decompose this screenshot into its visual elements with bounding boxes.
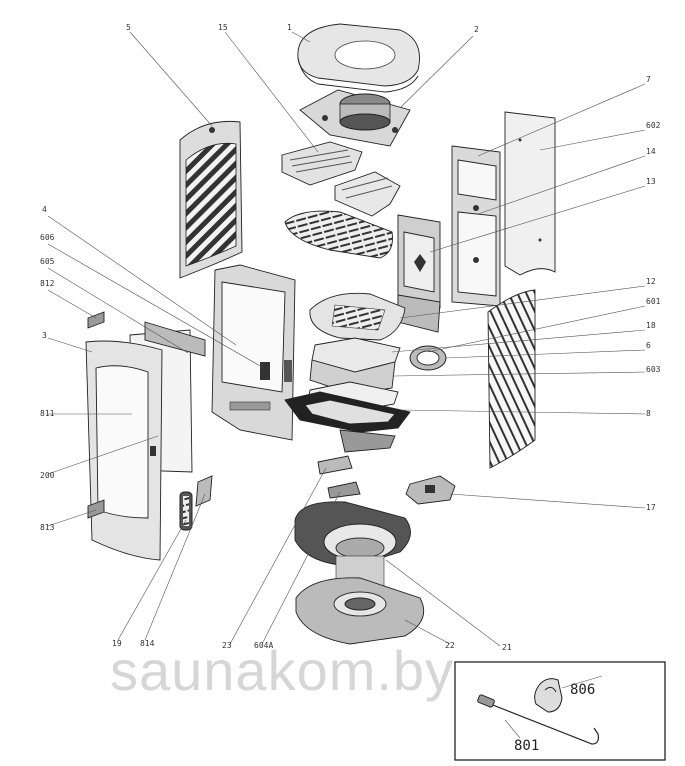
callout-812: 812 [40, 279, 55, 288]
callout-7: 7 [646, 75, 651, 84]
callout-2: 2 [474, 25, 479, 34]
part-latch [195, 475, 213, 507]
callout-604a: 604A [254, 641, 273, 650]
part-outer-door [85, 340, 163, 561]
part-rear-panel [451, 145, 501, 307]
part-baffle-plates [281, 141, 401, 217]
callout-18: 18 [646, 321, 656, 330]
callout-17: 17 [646, 503, 656, 512]
part-right-side-panel [487, 289, 536, 469]
inset-label-806: 806 [570, 682, 595, 698]
part-left-side-panel [179, 120, 243, 279]
callout-811: 811 [40, 409, 55, 418]
part-hinge-bottom [87, 499, 105, 519]
callout-4: 4 [42, 205, 47, 214]
callout-602: 602 [646, 121, 661, 130]
callout-21: 21 [502, 643, 512, 652]
callout-8: 8 [646, 409, 651, 418]
part-top-plate [299, 89, 411, 147]
callout-1: 1 [287, 23, 292, 32]
callout-603: 603 [646, 365, 661, 374]
part-flue-ring [409, 345, 447, 371]
callout-12: 12 [646, 277, 656, 286]
part-rear-heat-shield [504, 111, 556, 276]
part-grate-plate-14 [284, 210, 393, 259]
callout-606: 606 [40, 233, 55, 242]
callout-200: 200 [40, 471, 55, 480]
part-grate-12 [309, 292, 406, 341]
part-pedestal-top [294, 501, 411, 587]
callout-19: 19 [112, 639, 122, 648]
callout-813: 813 [40, 523, 55, 532]
callout-601: 601 [646, 297, 661, 306]
callout-23: 23 [222, 641, 232, 650]
part-hinge-top [87, 311, 105, 329]
callout-22: 22 [445, 641, 455, 650]
callout-14: 14 [646, 147, 656, 156]
part-top-cover [297, 23, 420, 93]
part-back-plate [397, 214, 441, 333]
watermark: saunakom.by [110, 639, 454, 702]
callout-605: 605 [40, 257, 55, 266]
inset-label-801: 801 [514, 738, 539, 754]
part-air-slider [317, 455, 361, 499]
callout-6: 6 [646, 341, 651, 350]
part-firebox-base [284, 391, 411, 453]
part-handle [179, 491, 193, 531]
part-door-frame [211, 264, 296, 441]
callout-15: 15 [218, 23, 228, 32]
callout-13: 13 [646, 177, 656, 186]
callout-3: 3 [42, 331, 47, 340]
inset-tools: 806 801 [454, 661, 666, 761]
callout-5: 5 [126, 23, 131, 32]
part-pedestal-base [295, 577, 425, 645]
part-bracket-17 [405, 475, 456, 505]
callout-814: 814 [140, 639, 155, 648]
callout-labels: 1 2 3 4 5 6 7 8 12 13 14 15 17 18 19 21 … [40, 23, 661, 652]
leader-lines [47, 31, 646, 647]
